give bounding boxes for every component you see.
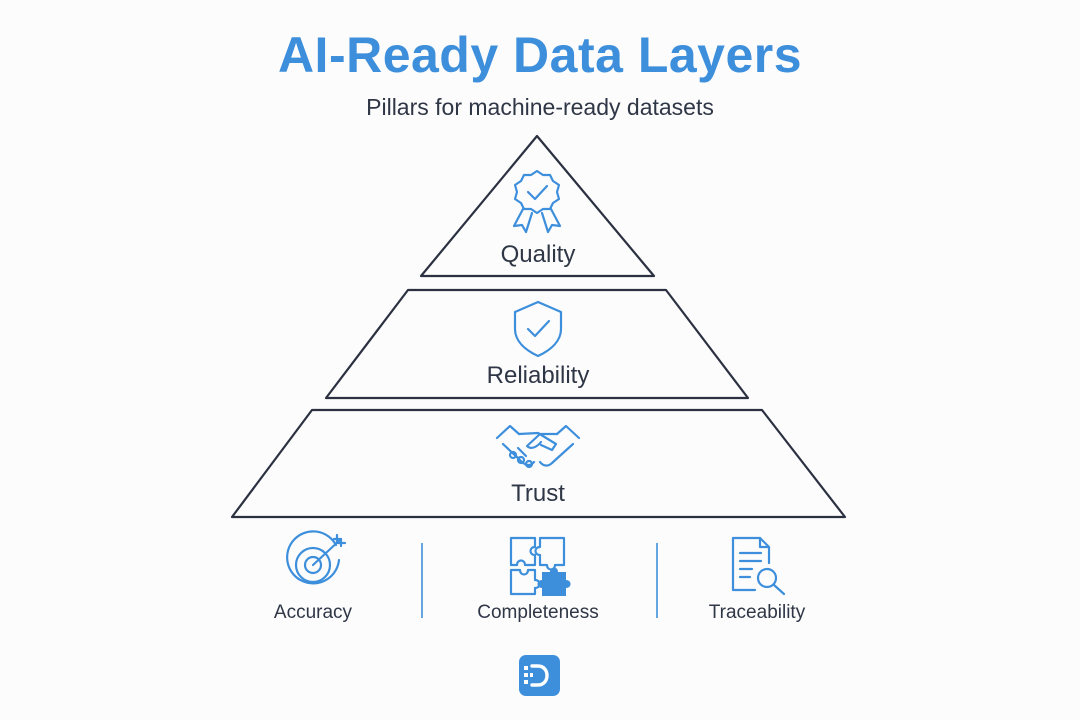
pillar-label-traceability: Traceability <box>709 602 806 623</box>
pyramid-layer-bottom <box>230 408 847 519</box>
pillar-label-completeness: Completeness <box>477 602 598 623</box>
puzzle-piece-filled <box>537 567 571 596</box>
puzzle-icon <box>509 536 566 596</box>
document-search-icon <box>731 536 786 596</box>
layer-label-trust: Trust <box>511 480 565 507</box>
handshake-icon <box>495 424 581 469</box>
pyramid-layer-middle <box>324 288 750 400</box>
page-subtitle: Pillars for machine-ready datasets <box>366 94 714 120</box>
layer-label-reliability: Reliability <box>487 362 590 389</box>
brand-logo <box>519 655 560 696</box>
award-ribbon-icon <box>512 169 562 234</box>
pillar-label-accuracy: Accuracy <box>274 602 353 623</box>
target-icon <box>286 530 347 585</box>
layer-label-quality: Quality <box>501 241 576 268</box>
shield-check-icon <box>513 300 563 358</box>
page-title: AI-Ready Data Layers <box>277 27 803 83</box>
pyramid-layer-top <box>419 134 656 278</box>
